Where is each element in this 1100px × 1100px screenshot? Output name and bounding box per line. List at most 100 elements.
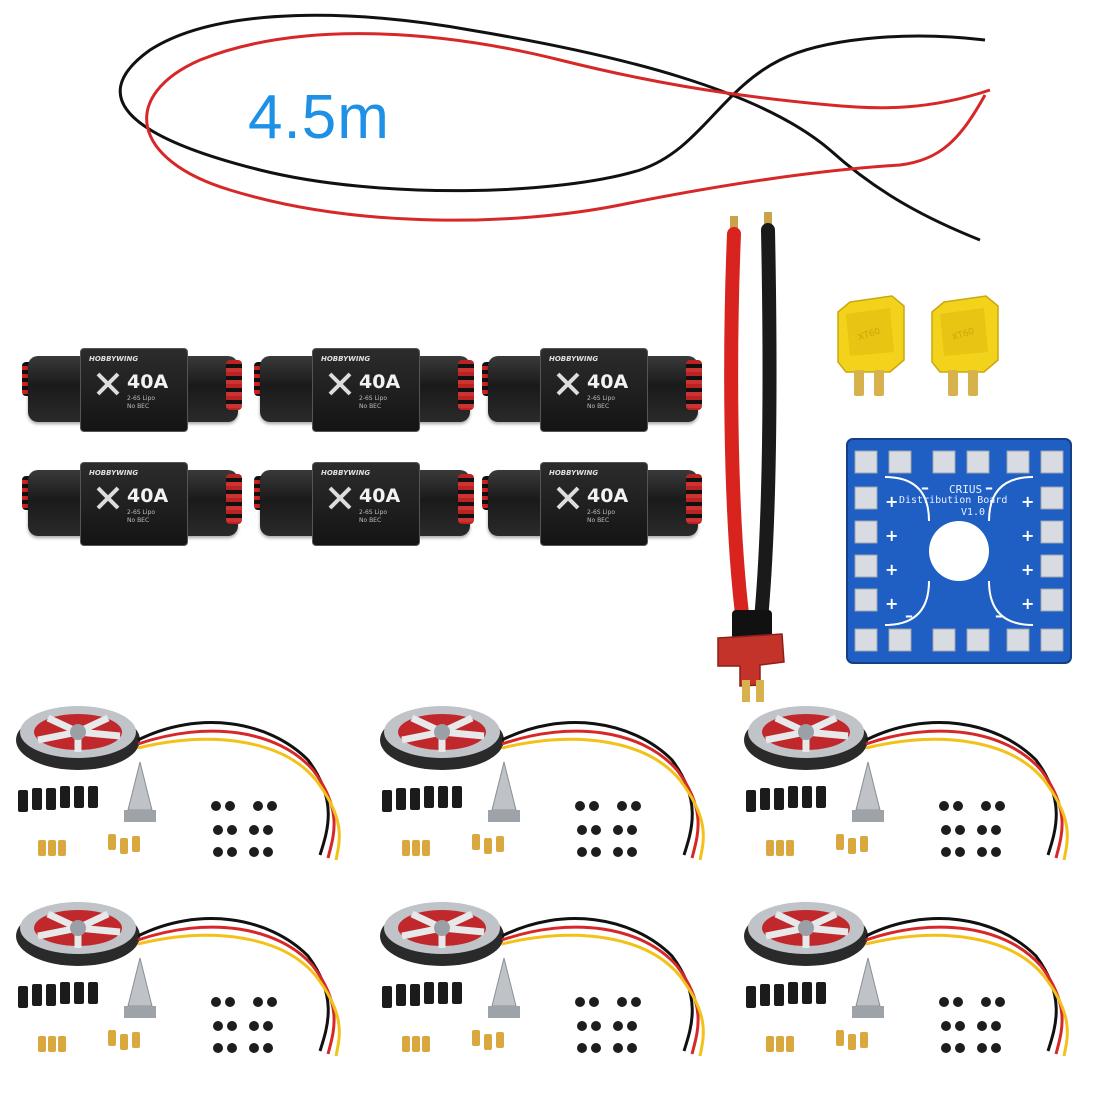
esc-rating: 40A xyxy=(127,371,169,393)
xt60-pin xyxy=(854,370,864,396)
esc-output-wires xyxy=(458,474,474,524)
svg-text:–: – xyxy=(921,478,929,497)
esc-rating: 40A xyxy=(127,485,169,507)
motor-kit xyxy=(380,706,705,861)
esc-spec-line1: 2-6S Lipo xyxy=(127,395,156,402)
heat-shrink-tubes xyxy=(18,982,98,1008)
xt60-connector: XT60 xyxy=(931,295,999,396)
hobbywing-x-logo-icon xyxy=(96,486,120,510)
brushless-motor xyxy=(380,706,504,770)
hobbywing-x-logo-icon xyxy=(96,372,120,396)
heat-shrink-tubes xyxy=(18,786,98,812)
motor-group xyxy=(8,700,1098,1095)
esc-spec-line1: 2-6S Lipo xyxy=(587,509,616,516)
svg-text:+: + xyxy=(885,594,898,613)
t-plug-body xyxy=(717,633,785,687)
esc-spec-line2: No BEC xyxy=(587,517,610,524)
prop-adapter xyxy=(488,761,520,822)
battery-wire-illustration xyxy=(118,13,991,242)
t-plug-pin xyxy=(756,680,764,702)
esc-group: HOBBYWING 40A 2-6S Lipo No BEC HOBBYWING… xyxy=(22,348,708,548)
esc-spec-line2: No BEC xyxy=(127,517,150,524)
esc-unit: HOBBYWING 40A 2-6S Lipo No BEC xyxy=(254,348,474,432)
motor-leads xyxy=(137,721,341,861)
t-plug-pin xyxy=(742,680,750,702)
esc-rating: 40A xyxy=(587,371,629,393)
esc-output-wires xyxy=(686,474,702,524)
xt60-pin xyxy=(874,370,884,396)
svg-text:+: + xyxy=(885,526,898,545)
mounting-screws xyxy=(939,997,1005,1053)
red-wire xyxy=(145,32,991,222)
motor-kit xyxy=(744,706,1069,861)
bullet-connectors xyxy=(766,1030,868,1052)
bullet-connectors xyxy=(38,834,140,856)
red-lead xyxy=(724,227,751,637)
svg-text:+: + xyxy=(1021,492,1034,511)
power-distribution-board: ++++ ++++ –––– CRIUS Distribution Board … xyxy=(845,437,1073,665)
bullet-connectors xyxy=(402,834,504,856)
prop-adapter xyxy=(124,957,156,1018)
prop-adapter xyxy=(488,957,520,1018)
mounting-screws xyxy=(211,801,277,857)
esc-brand: HOBBYWING xyxy=(321,355,371,363)
svg-text:+: + xyxy=(1021,594,1034,613)
motor-kit xyxy=(16,902,341,1057)
heat-shrink-tubes xyxy=(382,982,462,1008)
esc-unit: HOBBYWING 40A 2-6S Lipo No BEC xyxy=(482,348,702,432)
pdb-board-graphic: ++++ ++++ –––– xyxy=(846,438,1072,664)
esc-rating: 40A xyxy=(587,485,629,507)
esc-spec-line1: 2-6S Lipo xyxy=(127,509,156,516)
pdb-title-line2: Distribution Board xyxy=(899,495,1008,506)
esc-spec-line2: No BEC xyxy=(127,403,150,410)
motor-kit xyxy=(744,902,1069,1057)
brushless-motor xyxy=(16,902,140,966)
esc-spec-line2: No BEC xyxy=(587,403,610,410)
hobbywing-x-logo-icon xyxy=(328,486,352,510)
esc-unit: HOBBYWING 40A 2-6S Lipo No BEC xyxy=(22,462,242,546)
motor-leads xyxy=(501,917,705,1057)
esc-output-wires xyxy=(458,360,474,410)
cable-length-label: 4.5m xyxy=(248,83,390,152)
pdb-title-line3: V1.0 xyxy=(961,507,986,518)
esc-output-wires xyxy=(686,360,702,410)
heat-shrink-tubes xyxy=(382,786,462,812)
esc-output-wires xyxy=(226,474,242,524)
esc-label: HOBBYWING 40A 2-6S Lipo No BEC xyxy=(540,462,648,546)
hobbywing-x-logo-icon xyxy=(556,372,580,396)
esc-spec-line1: 2-6S Lipo xyxy=(587,395,616,402)
esc-unit: HOBBYWING 40A 2-6S Lipo No BEC xyxy=(22,348,242,432)
esc-label: HOBBYWING 40A 2-6S Lipo No BEC xyxy=(540,348,648,432)
esc-label: HOBBYWING 40A 2-6S Lipo No BEC xyxy=(312,462,420,546)
brushless-motor xyxy=(16,706,140,770)
mounting-screws xyxy=(575,997,641,1053)
hobbywing-x-logo-icon xyxy=(328,372,352,396)
heat-shrink-tubes xyxy=(746,982,826,1008)
brushless-motor xyxy=(744,706,868,770)
esc-spec-line1: 2-6S Lipo xyxy=(359,395,388,402)
xt60-bevel xyxy=(846,308,894,356)
svg-text:+: + xyxy=(1021,560,1034,579)
bullet-connectors xyxy=(402,1030,504,1052)
hobbywing-x-logo-icon xyxy=(556,486,580,510)
red-lead-tip xyxy=(730,216,738,236)
xt60-connector: XT60 xyxy=(837,295,905,396)
esc-rating: 40A xyxy=(359,485,401,507)
mounting-screws xyxy=(575,801,641,857)
esc-spec-line2: No BEC xyxy=(359,517,382,524)
black-lead xyxy=(753,223,777,637)
black-lead-tip xyxy=(764,212,772,232)
esc-unit: HOBBYWING 40A 2-6S Lipo No BEC xyxy=(254,462,474,546)
esc-brand: HOBBYWING xyxy=(89,469,139,477)
motor-leads xyxy=(865,721,1069,861)
pdb-title-line1: CRIUS xyxy=(949,483,983,496)
motor-leads xyxy=(137,917,341,1057)
motor-leads xyxy=(865,917,1069,1057)
mounting-screws xyxy=(211,997,277,1053)
t-plug-power-lead xyxy=(717,212,785,702)
svg-text:–: – xyxy=(995,606,1003,625)
esc-label: HOBBYWING 40A 2-6S Lipo No BEC xyxy=(80,462,188,546)
esc-brand: HOBBYWING xyxy=(321,469,371,477)
esc-brand: HOBBYWING xyxy=(89,355,139,363)
prop-adapter xyxy=(852,761,884,822)
